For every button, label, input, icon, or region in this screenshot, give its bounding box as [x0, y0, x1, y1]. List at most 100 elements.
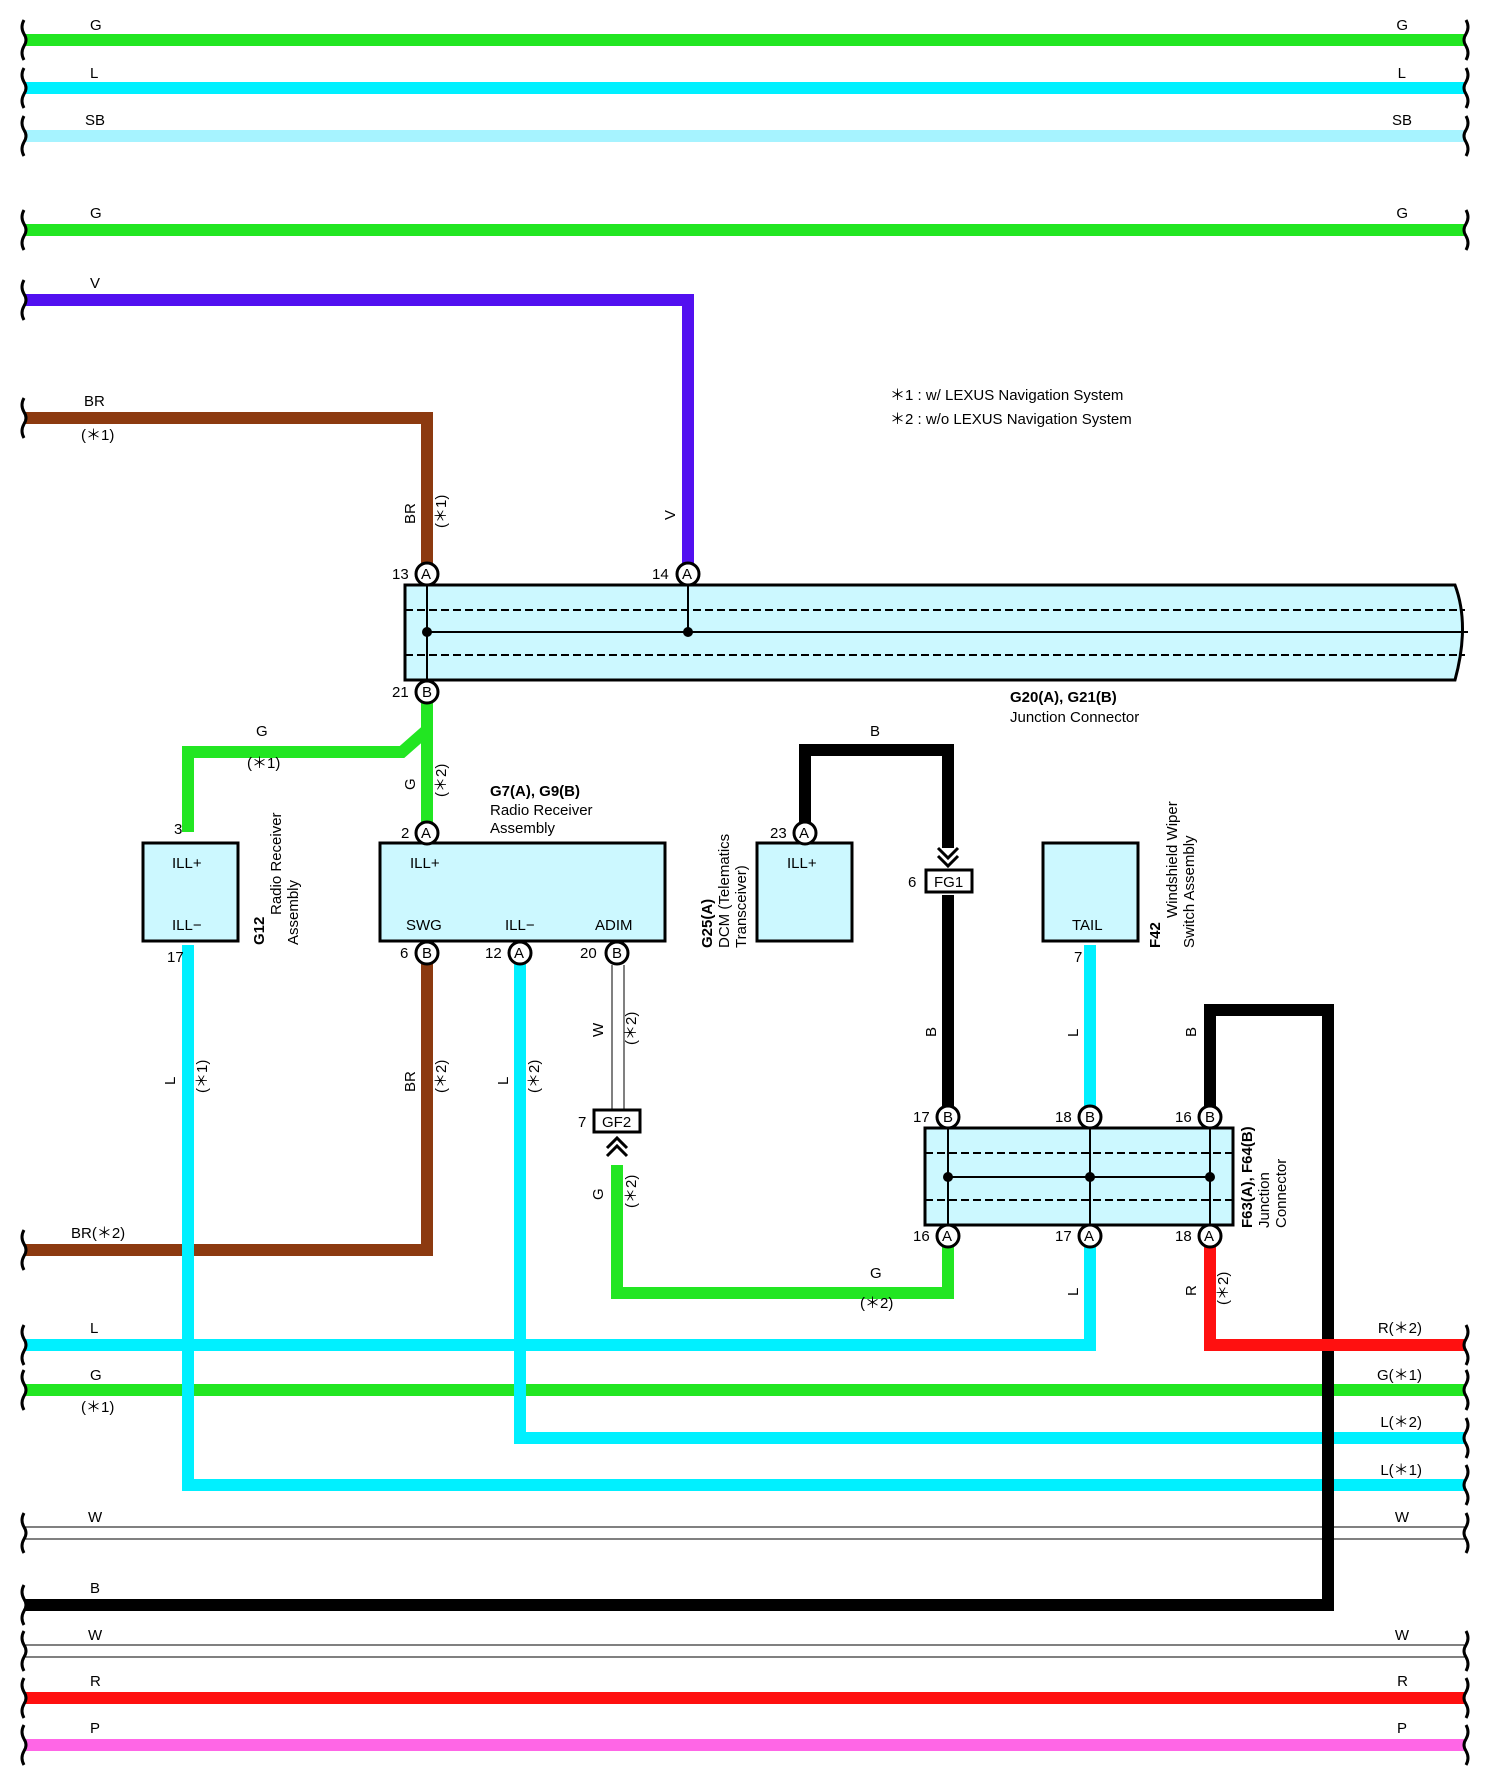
right-label-l-1: L	[1398, 65, 1406, 82]
junction-f63-node-1	[943, 1172, 953, 1182]
label-l-tail: L	[1065, 1029, 1082, 1037]
svg-text:12: 12	[485, 945, 502, 962]
label-b-right: B	[1183, 1027, 1200, 1037]
junction-f63-label-group: F63(A), F64(B) Junction Connector	[1239, 1126, 1290, 1228]
g7-box	[378, 841, 667, 943]
left-brace-3	[20, 209, 28, 251]
svg-text:A: A	[942, 1228, 952, 1245]
svg-text:6: 6	[400, 945, 408, 962]
pin-f64-16: B 16	[1175, 1104, 1223, 1130]
wire-b-top-route	[799, 744, 954, 848]
label-br-v: BR	[402, 503, 419, 524]
wire-l-ill-route	[514, 952, 1465, 1444]
right-brace-8	[1462, 1512, 1470, 1554]
right-brace-3	[1462, 209, 1470, 251]
label-r-f63: R	[1183, 1285, 1200, 1296]
label-l-ill: L	[495, 1077, 512, 1085]
junction-f63-desc-2: Connector	[1273, 1159, 1290, 1228]
left-brace-8	[20, 1369, 28, 1411]
component-g25: ILL+ G25(A) DCM (Telematics Transceiver)	[699, 834, 854, 948]
g25-label-group: G25(A) DCM (Telematics Transceiver)	[699, 834, 750, 948]
left-label-g-3-note: (＊1)	[81, 1399, 114, 1416]
pin-f63-17: A 17	[1055, 1223, 1103, 1249]
g12-terminal-illplus: ILL+	[172, 855, 202, 872]
g7-terminal-adim: ADIM	[595, 917, 633, 934]
routed-wires	[25, 294, 1465, 1611]
g12-name-1: Radio Receiver	[268, 812, 285, 915]
label-r-f63-note: (＊2)	[1215, 1272, 1232, 1305]
wire-r-f63-route	[1204, 1235, 1465, 1351]
left-label-g-2: G	[90, 205, 102, 222]
right-brace-9	[1462, 1630, 1470, 1672]
wire-g-bot-route	[611, 1165, 954, 1299]
junction-connector-f63: F63(A), F64(B) Junction Connector	[923, 1126, 1290, 1228]
g25-terminal-illplus: ILL+	[787, 855, 817, 872]
g7-code: G7(A), G9(B)	[490, 783, 580, 800]
label-l-g12-note: (＊1)	[194, 1060, 211, 1093]
svg-text:B: B	[943, 1109, 953, 1126]
svg-text:17: 17	[1055, 1228, 1072, 1245]
label-br-swg: BR	[402, 1071, 419, 1092]
gf2-pin: 7	[578, 1114, 586, 1131]
pin-g20-13: A 13	[392, 561, 440, 587]
g12-pin-3: 3	[174, 821, 182, 838]
right-label-g-1: G	[1396, 17, 1408, 34]
right-brace-10	[1462, 1677, 1470, 1719]
g12-pin-17: 17	[167, 949, 184, 966]
pin-g21-21: B 21	[392, 679, 440, 705]
label-l-g12: L	[162, 1077, 179, 1085]
svg-text:2: 2	[401, 825, 409, 842]
gf2-arrow-2	[605, 1143, 629, 1158]
wire-br-top-route	[25, 412, 433, 572]
pin-g7-2: A 2	[401, 820, 440, 846]
f42-label-group: F42 Windshield Wiper Switch Assembly	[1147, 801, 1198, 948]
svg-text:21: 21	[392, 684, 409, 701]
right-label-r-2: R(＊2)	[1378, 1320, 1422, 1337]
g12-label-group: G12 Radio Receiver Assembly	[251, 812, 302, 945]
left-label-p: P	[90, 1720, 100, 1737]
svg-text:17: 17	[913, 1109, 930, 1126]
right-brace-6	[1462, 1417, 1470, 1459]
junction-g20-desc: Junction Connector	[1010, 709, 1139, 726]
pin-f63-16: A 16	[913, 1223, 961, 1249]
left-brace-12	[20, 1677, 28, 1719]
label-g-bot-note: (＊2)	[860, 1295, 893, 1312]
junction-g20-node-1	[422, 627, 432, 637]
label-b-top: B	[870, 723, 880, 740]
component-g7: G7(A), G9(B) Radio Receiver Assembly ILL…	[378, 783, 667, 943]
svg-text:18: 18	[1055, 1109, 1072, 1126]
label-l-ill-note: (＊2)	[526, 1060, 543, 1093]
f42-name-1: Windshield Wiper	[1164, 801, 1181, 918]
left-brace-9	[20, 1512, 28, 1554]
junction-g20-node-2	[683, 627, 693, 637]
svg-text:16: 16	[913, 1228, 930, 1245]
label-br-swg-note: (＊2)	[433, 1060, 450, 1093]
right-label-sb-1: SB	[1392, 112, 1412, 129]
g7-terminal-illplus: ILL+	[410, 855, 440, 872]
note-2: ＊2 : w/o LEXUS Navigation System	[890, 411, 1132, 428]
left-brace-0	[20, 19, 28, 61]
fg1-arrow-1	[936, 846, 960, 861]
gf2-arrow-1	[605, 1135, 629, 1150]
junction-connector-g20: G20(A), G21(B) Junction Connector	[403, 583, 1468, 726]
left-brace-13	[20, 1724, 28, 1766]
right-wire-labels: G L SB G R(＊2) G(＊1) L(＊2) L(＊1) W W R P	[1377, 17, 1422, 1737]
g25-name-1: DCM (Telematics	[716, 834, 733, 948]
svg-text:B: B	[1085, 1109, 1095, 1126]
junction-f63-desc-1: Junction	[1256, 1172, 1273, 1228]
junction-f63-name: F63(A), F64(B)	[1239, 1126, 1256, 1228]
left-brace-1	[20, 67, 28, 109]
fg1-arrow-2	[936, 854, 960, 869]
g7-name-2: Assembly	[490, 820, 556, 837]
right-brace-11	[1462, 1724, 1470, 1766]
label-g-top: G	[256, 723, 268, 740]
right-label-g-2: G	[1396, 205, 1408, 222]
left-brace-11	[20, 1630, 28, 1672]
fg1-label: FG1	[934, 874, 963, 891]
svg-text:14: 14	[652, 566, 669, 583]
pin-g9-20: B 20	[580, 940, 630, 966]
svg-text:18: 18	[1175, 1228, 1192, 1245]
label-g-bot: G	[870, 1265, 882, 1282]
gf2-box	[592, 1108, 642, 1134]
pin-g20-14: A 14	[652, 561, 701, 587]
